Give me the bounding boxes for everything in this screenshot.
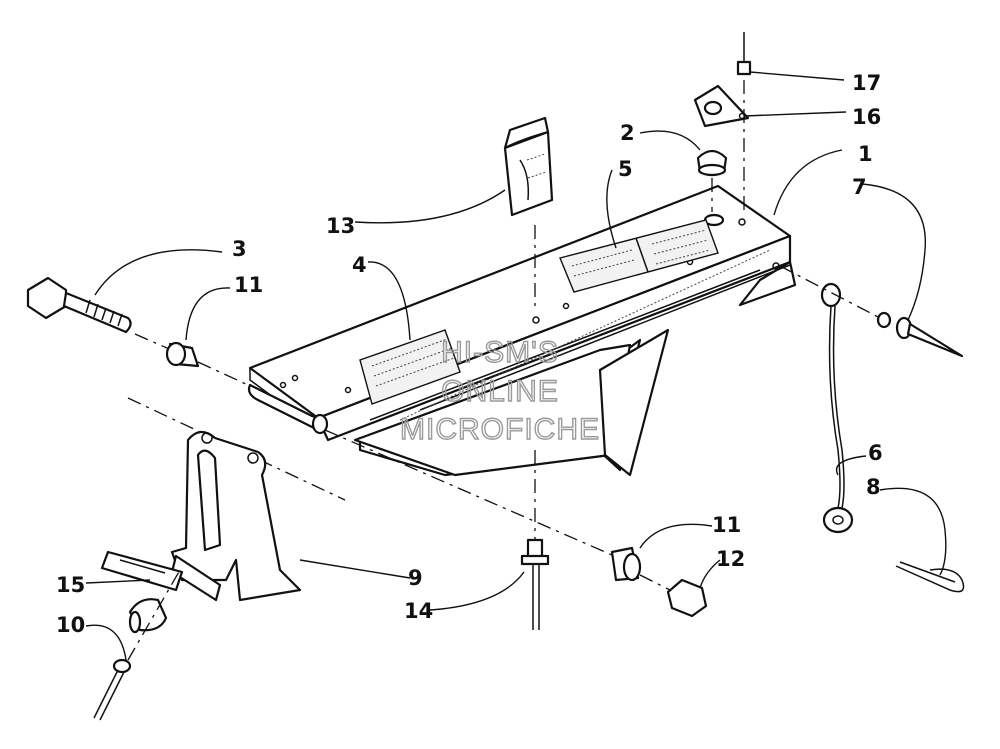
tray-crease-1 [369, 269, 761, 421]
callout-3: 3 [232, 237, 247, 261]
watermark: HI-SM'S ONLINE MICROFICHE [399, 335, 600, 446]
rivet-10 [93, 658, 132, 721]
tray-bracket-web [598, 328, 670, 477]
callout-12: 12 [716, 547, 745, 571]
callout-7: 7 [852, 175, 867, 199]
callout-17: 17 [852, 71, 881, 95]
tray-hole [344, 386, 352, 394]
bushing-11-right [610, 546, 642, 582]
pin-7 [876, 311, 964, 358]
callout-6: 6 [868, 441, 883, 465]
watermark-line-2: ONLINE [441, 375, 559, 408]
tray-hole [279, 381, 287, 389]
axis-7 [779, 265, 881, 319]
callouts: 17 16 2 1 7 5 13 4 3 11 6 8 11 12 9 14 1… [56, 71, 883, 637]
axis-hinge [324, 429, 613, 556]
callout-10: 10 [56, 613, 85, 637]
callout-5: 5 [618, 157, 633, 181]
tray-hole [532, 316, 540, 324]
bolt-3 [26, 276, 132, 334]
tray-crease-2 [419, 264, 791, 411]
nut-12 [666, 578, 708, 618]
decal-5 [559, 219, 719, 293]
decal-4 [359, 329, 461, 405]
rivet-14 [520, 538, 550, 630]
callout-13: 13 [326, 214, 355, 238]
tether-6 [820, 282, 854, 534]
tray-hole [562, 302, 570, 310]
callout-14: 14 [404, 599, 433, 623]
bracket-9 [170, 430, 302, 602]
callout-15: 15 [56, 573, 85, 597]
callout-9: 9 [408, 566, 423, 590]
axis-nut [639, 574, 671, 591]
bushing-11-left [165, 341, 200, 368]
tray-end-lip [738, 260, 797, 307]
rivet-17 [736, 32, 752, 76]
callout-16: 16 [852, 105, 881, 129]
axis-10 [127, 569, 181, 661]
tray-rivet-hole [738, 218, 746, 226]
strip-15 [100, 550, 184, 592]
knob-10 [128, 598, 168, 634]
callout-4: 4 [352, 253, 367, 277]
tray-hinge-end [311, 413, 329, 435]
clip-8 [895, 561, 965, 593]
callout-2: 2 [620, 121, 635, 145]
leader-lines [85, 71, 947, 661]
callout-11-upper: 11 [234, 273, 263, 297]
callout-11-lower: 11 [712, 513, 741, 537]
tray-hole [772, 262, 780, 270]
axis-bushing [197, 361, 249, 386]
clip-holder-13 [503, 116, 554, 217]
watermark-line-1: HI-SM'S [441, 336, 559, 369]
tray-hole [291, 374, 299, 382]
callout-1: 1 [858, 142, 873, 166]
watermark-line-3: MICROFICHE [400, 413, 600, 446]
callout-8: 8 [866, 475, 881, 499]
grommet-2 [696, 149, 728, 177]
plate-16 [693, 84, 750, 128]
